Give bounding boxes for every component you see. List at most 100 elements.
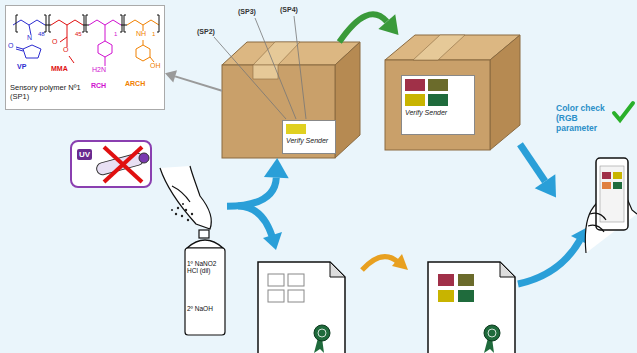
- node-text: UV: [77, 149, 92, 160]
- monomer-name: MMA: [51, 65, 68, 72]
- document: [428, 262, 515, 353]
- color-square: [428, 79, 448, 91]
- phone: [602, 172, 611, 179]
- arrow-head: [378, 14, 398, 35]
- bond-line: [89, 20, 121, 25]
- bond-line: [157, 15, 159, 32]
- bond-line: [105, 25, 106, 41]
- callout-label: (SP3): [238, 8, 256, 15]
- arrow-head: [535, 174, 556, 197]
- color-square: [405, 94, 425, 106]
- atom-label: 1: [152, 31, 155, 37]
- callout-label: (SP2): [197, 28, 215, 35]
- callout-label: (SP4): [280, 6, 298, 13]
- arrow-head: [264, 158, 289, 178]
- color-squares: [286, 124, 306, 134]
- cardboard-box: [385, 35, 520, 150]
- phone: [613, 172, 622, 179]
- polymer-structure: [6, 6, 166, 111]
- bond-line: [127, 20, 159, 25]
- lamp-light: [139, 153, 149, 163]
- node-text: 1º NaNO2 HCl (dil): [187, 260, 223, 275]
- spray-can: [185, 248, 225, 335]
- leader-line: [214, 16, 306, 119]
- cardboard-box: [413, 35, 465, 60]
- connector-line: [227, 178, 276, 207]
- color-square: [286, 124, 306, 134]
- document: [258, 262, 345, 353]
- sender-label: Verify Sender: [401, 75, 475, 135]
- bond-line: [120, 15, 122, 32]
- color-square: [428, 94, 448, 106]
- atom-label: H2N: [92, 66, 106, 73]
- cardboard-box: [385, 60, 490, 150]
- atom-label: NH: [136, 30, 146, 37]
- document: [458, 274, 474, 286]
- spray-mist: [175, 213, 177, 215]
- spray-mist: [191, 213, 193, 215]
- color-squares: [405, 79, 451, 106]
- phone: [602, 182, 611, 189]
- spray-mist: [181, 215, 183, 217]
- atom-label: 48: [38, 31, 45, 37]
- document: [458, 290, 474, 302]
- cardboard-box: [222, 65, 335, 158]
- bond-line: [51, 20, 83, 25]
- leader-line: [214, 37, 286, 119]
- document: [258, 262, 345, 353]
- uv-lamp-box: UV: [70, 140, 152, 188]
- arrow-head: [165, 70, 177, 82]
- node-text: Sensory polymer Nº1 (SP1): [10, 84, 86, 101]
- flow-arrow: [518, 228, 589, 284]
- document: [438, 274, 454, 286]
- connector: [227, 158, 289, 206]
- flow-arrow: [362, 254, 408, 270]
- bond-line: [98, 41, 112, 57]
- flow-arrow: [238, 206, 272, 236]
- document: [288, 274, 304, 286]
- document: [488, 329, 496, 337]
- flow-arrow: [238, 206, 282, 250]
- shipping-box: Verify Sender: [222, 42, 360, 158]
- node-text: Verify Sender: [286, 137, 338, 145]
- color-square: [405, 79, 425, 91]
- node-text: Verify Sender: [405, 109, 477, 117]
- document: [268, 274, 284, 286]
- atom-label: 45: [75, 31, 82, 37]
- connector-line: [520, 144, 545, 181]
- atom-label: O: [63, 46, 68, 53]
- monomer-name: ARCH: [125, 80, 145, 87]
- monomer-name: RCH: [91, 82, 106, 89]
- spray-mist: [185, 209, 187, 211]
- connector: [165, 70, 222, 90]
- node-subtext: 2º NaOH: [187, 305, 223, 312]
- atom-label: O: [52, 38, 57, 45]
- atom-label: 1: [114, 31, 117, 37]
- atom-label: O: [8, 42, 13, 49]
- bond-line: [82, 15, 84, 32]
- cardboard-box: [335, 42, 360, 158]
- bond-line: [29, 25, 31, 35]
- phone: [600, 166, 624, 222]
- bond-line: [16, 15, 18, 32]
- spray-mist: [171, 209, 173, 211]
- bond-line: [16, 47, 23, 49]
- bond-line: [44, 15, 46, 32]
- document: [330, 262, 345, 277]
- document: [268, 290, 284, 302]
- bond-line: [60, 37, 67, 42]
- cardboard-box: [253, 65, 278, 79]
- document: [428, 262, 515, 353]
- document: [288, 290, 304, 302]
- document: [314, 325, 330, 341]
- flow-arrow: [518, 240, 580, 284]
- bond-line: [69, 56, 74, 63]
- document: [318, 329, 326, 337]
- document: [268, 274, 304, 302]
- phone: [596, 158, 628, 230]
- connector-line: [175, 76, 222, 90]
- spray-can: [172, 186, 190, 202]
- bond-line: [143, 40, 144, 45]
- cross-out: [104, 147, 142, 182]
